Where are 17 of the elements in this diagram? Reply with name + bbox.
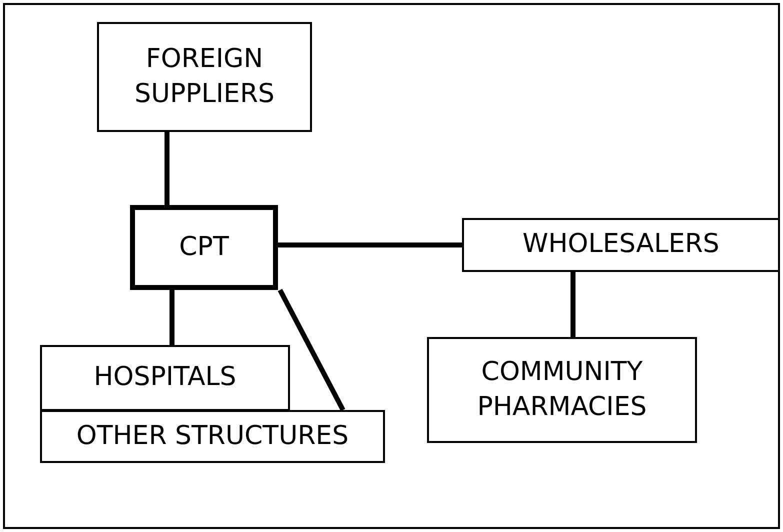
connector-line: [278, 288, 346, 412]
entity-box: [97, 22, 312, 132]
box-label: COMMUNITY PHARMACIES: [476, 356, 648, 424]
box-label: CPT: [179, 230, 229, 264]
box-label: OTHER STRUCTURES: [76, 420, 349, 453]
entity-box: [40, 410, 385, 463]
box-label: HOSPITALS: [94, 361, 236, 394]
entity-box: [40, 345, 290, 411]
connector-line: [278, 242, 462, 248]
connector-line: [570, 272, 576, 337]
box-label: FOREIGN SUPPLIERS: [133, 42, 276, 111]
entity-box: [130, 205, 278, 290]
entity-box: [427, 337, 697, 443]
box-label: WHOLESALERS: [522, 228, 720, 262]
connector-line: [170, 290, 174, 345]
connector-line: [164, 132, 170, 205]
entity-box: [462, 218, 780, 272]
